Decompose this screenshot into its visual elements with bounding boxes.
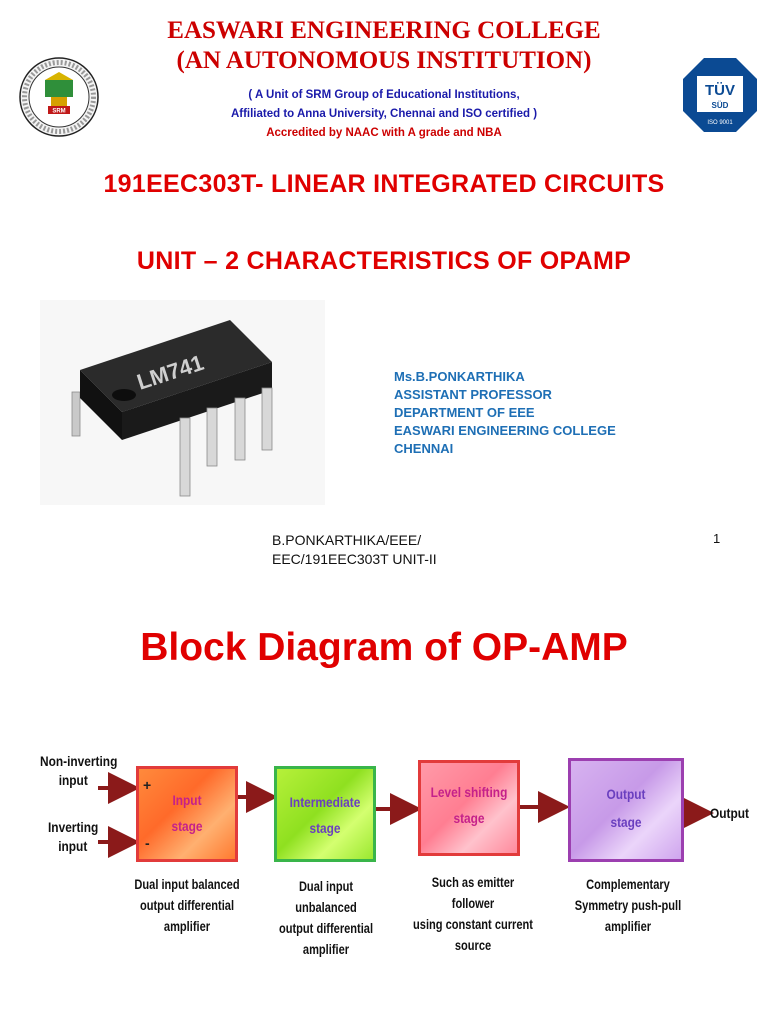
output-stage-block: Output stage	[568, 758, 684, 862]
level-shifting-stage-label-1: Level shifting	[430, 784, 508, 800]
plus-sign: +	[143, 777, 152, 793]
inverting-input-label: Inverting input	[48, 819, 99, 854]
footer-line1: B.PONKARTHIKA/EEE/	[272, 532, 422, 548]
course-title: 191EEC303T- LINEAR INTEGRATED CIRCUITS	[103, 170, 665, 198]
tuv-certification-logo: TÜV SÜD ISO 9001	[681, 56, 759, 134]
accreditation-line: Accredited by NAAC with A grade and NBA	[266, 127, 502, 139]
affiliation-line2: Affiliated to Anna University, Chennai a…	[230, 108, 538, 120]
lm741-chip-image: LM741	[40, 300, 325, 505]
intermediate-stage-label-1: Intermediate	[289, 794, 361, 810]
svg-text:ISO 9001: ISO 9001	[707, 120, 733, 126]
intermediate-stage-block: Intermediate stage	[274, 766, 376, 862]
author-department: DEPARTMENT OF EEE	[394, 405, 535, 420]
svg-text:SÜD: SÜD	[712, 101, 729, 110]
svg-text:SRM: SRM	[52, 109, 65, 115]
slide-footer: B.PONKARTHIKA/EEE/ EEC/191EEC303T UNIT-I…	[272, 531, 437, 569]
intermediate-stage-caption: Dual input unbalanced output differentia…	[278, 879, 374, 957]
input-stage-label-2: stage	[171, 818, 203, 834]
author-name: Ms.B.PONKARTHIKA	[394, 369, 525, 384]
minus-sign: -	[145, 835, 150, 851]
intermediate-stage-label-2: stage	[309, 820, 341, 836]
college-name: EASWARI ENGINEERING COLLEGE (AN AUTONOMO…	[0, 16, 768, 76]
author-designation: ASSISTANT PROFESSOR	[394, 387, 552, 402]
unit-title: UNIT – 2 CHARACTERISTICS OF OPAMP	[136, 247, 632, 275]
output-stage-label-1: Output	[606, 786, 646, 802]
page-number: 1	[713, 531, 721, 546]
noninverting-input-label: Non-inverting input	[40, 753, 118, 788]
svg-text:TÜV: TÜV	[705, 82, 735, 99]
input-stage-caption: Dual input balanced output differential …	[134, 877, 240, 934]
college-name-line1: EASWARI ENGINEERING COLLEGE	[167, 17, 601, 44]
output-label: Output	[710, 805, 749, 821]
author-city: CHENNAI	[394, 441, 454, 456]
college-logo: SRM	[18, 56, 100, 138]
input-stage-label-1: Input	[172, 792, 202, 808]
block-diagram-title: Block Diagram of OP-AMP	[140, 626, 628, 669]
connection-arrows	[98, 772, 714, 858]
level-shifting-stage-caption: Such as emitter follower using constant …	[413, 875, 533, 953]
author-info: Ms.B.PONKARTHIKA ASSISTANT PROFESSOR DEP…	[394, 368, 616, 458]
opamp-block-diagram: Non-inverting input Inverting input + - …	[0, 740, 768, 960]
affiliation-block: ( A Unit of SRM Group of Educational Ins…	[0, 86, 768, 143]
author-college: EASWARI ENGINEERING COLLEGE	[394, 423, 616, 438]
output-stage-label-2: stage	[610, 814, 642, 830]
affiliation-line1: ( A Unit of SRM Group of Educational Ins…	[248, 89, 520, 101]
footer-line2: EEC/191EEC303T UNIT-II	[272, 551, 437, 567]
output-stage-caption: Complementary Symmetry push-pull amplifi…	[574, 877, 682, 934]
input-stage-block: + - Input stage	[136, 766, 238, 862]
college-name-line2: (AN AUTONOMOUS INSTITUTION)	[176, 47, 592, 74]
level-shifting-stage-block: Level shifting stage	[418, 760, 520, 856]
level-shifting-stage-label-2: stage	[453, 810, 485, 826]
